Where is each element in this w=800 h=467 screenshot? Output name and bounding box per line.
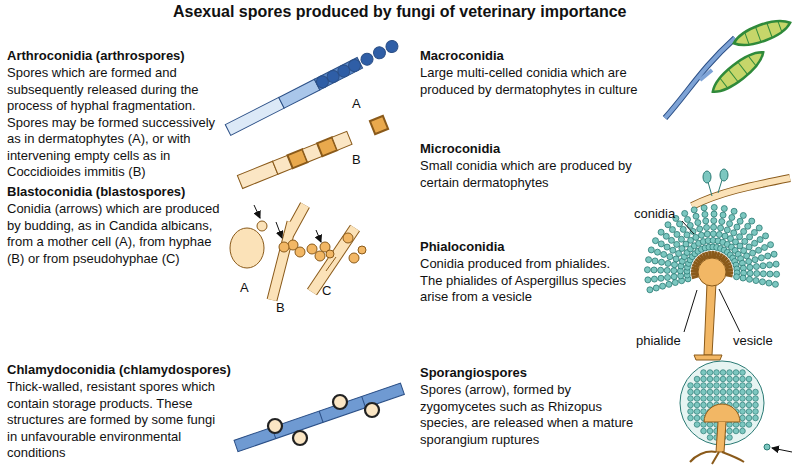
letter-label: B	[352, 152, 361, 169]
heading: Chlamydoconidia (chlamydospores)	[7, 362, 231, 379]
description: Spores which are formed and subsequently…	[7, 65, 225, 181]
letter-label: A	[352, 96, 361, 113]
title: Asexual spores produced by fungi of vete…	[173, 4, 626, 21]
part-label: conidia	[634, 206, 675, 223]
description: Large multi-celled conidia which are pro…	[420, 65, 640, 98]
letter-label: A	[240, 280, 249, 297]
heading: Blastoconidia (blastospores)	[7, 184, 185, 201]
letter-label: B	[276, 300, 285, 317]
description: Small conidia which are produced by cert…	[420, 158, 640, 191]
description: Conidia produced from phialides. The phi…	[420, 256, 632, 306]
heading: Macroconidia	[420, 48, 504, 65]
heading: Arthroconidia (arthrospores)	[7, 48, 185, 65]
heading: Phialoconidia	[420, 239, 505, 256]
part-label: phialide	[636, 333, 681, 350]
part-label: vesicle	[733, 333, 773, 350]
description: Conidia (arrows) which are produced by b…	[7, 201, 223, 267]
description: Spores (arrow), formed by zygomycetes su…	[420, 382, 644, 448]
heading: Microconidia	[420, 141, 500, 158]
heading: Sporangiospores	[420, 365, 527, 382]
description: Thick-walled, resistant spores which con…	[7, 379, 225, 462]
letter-label: C	[322, 283, 331, 300]
